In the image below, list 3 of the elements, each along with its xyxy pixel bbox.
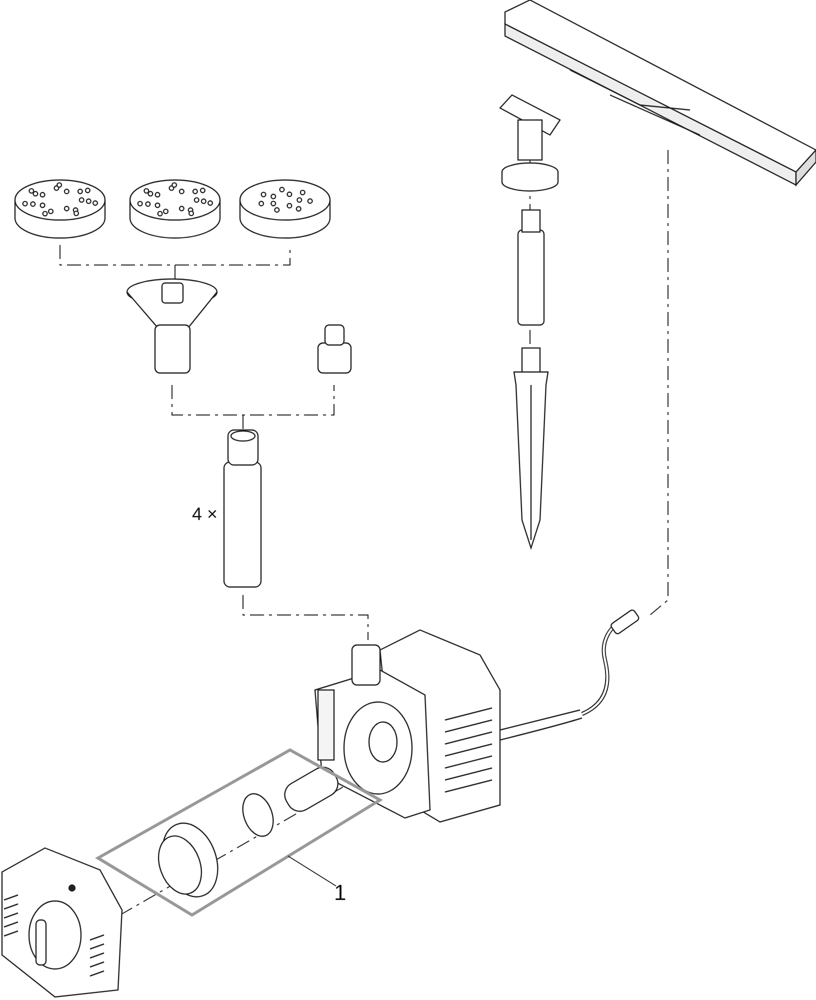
leader-line xyxy=(288,856,336,886)
quantity-label: 4 × xyxy=(192,505,218,523)
callout-number: 1 xyxy=(334,880,346,905)
